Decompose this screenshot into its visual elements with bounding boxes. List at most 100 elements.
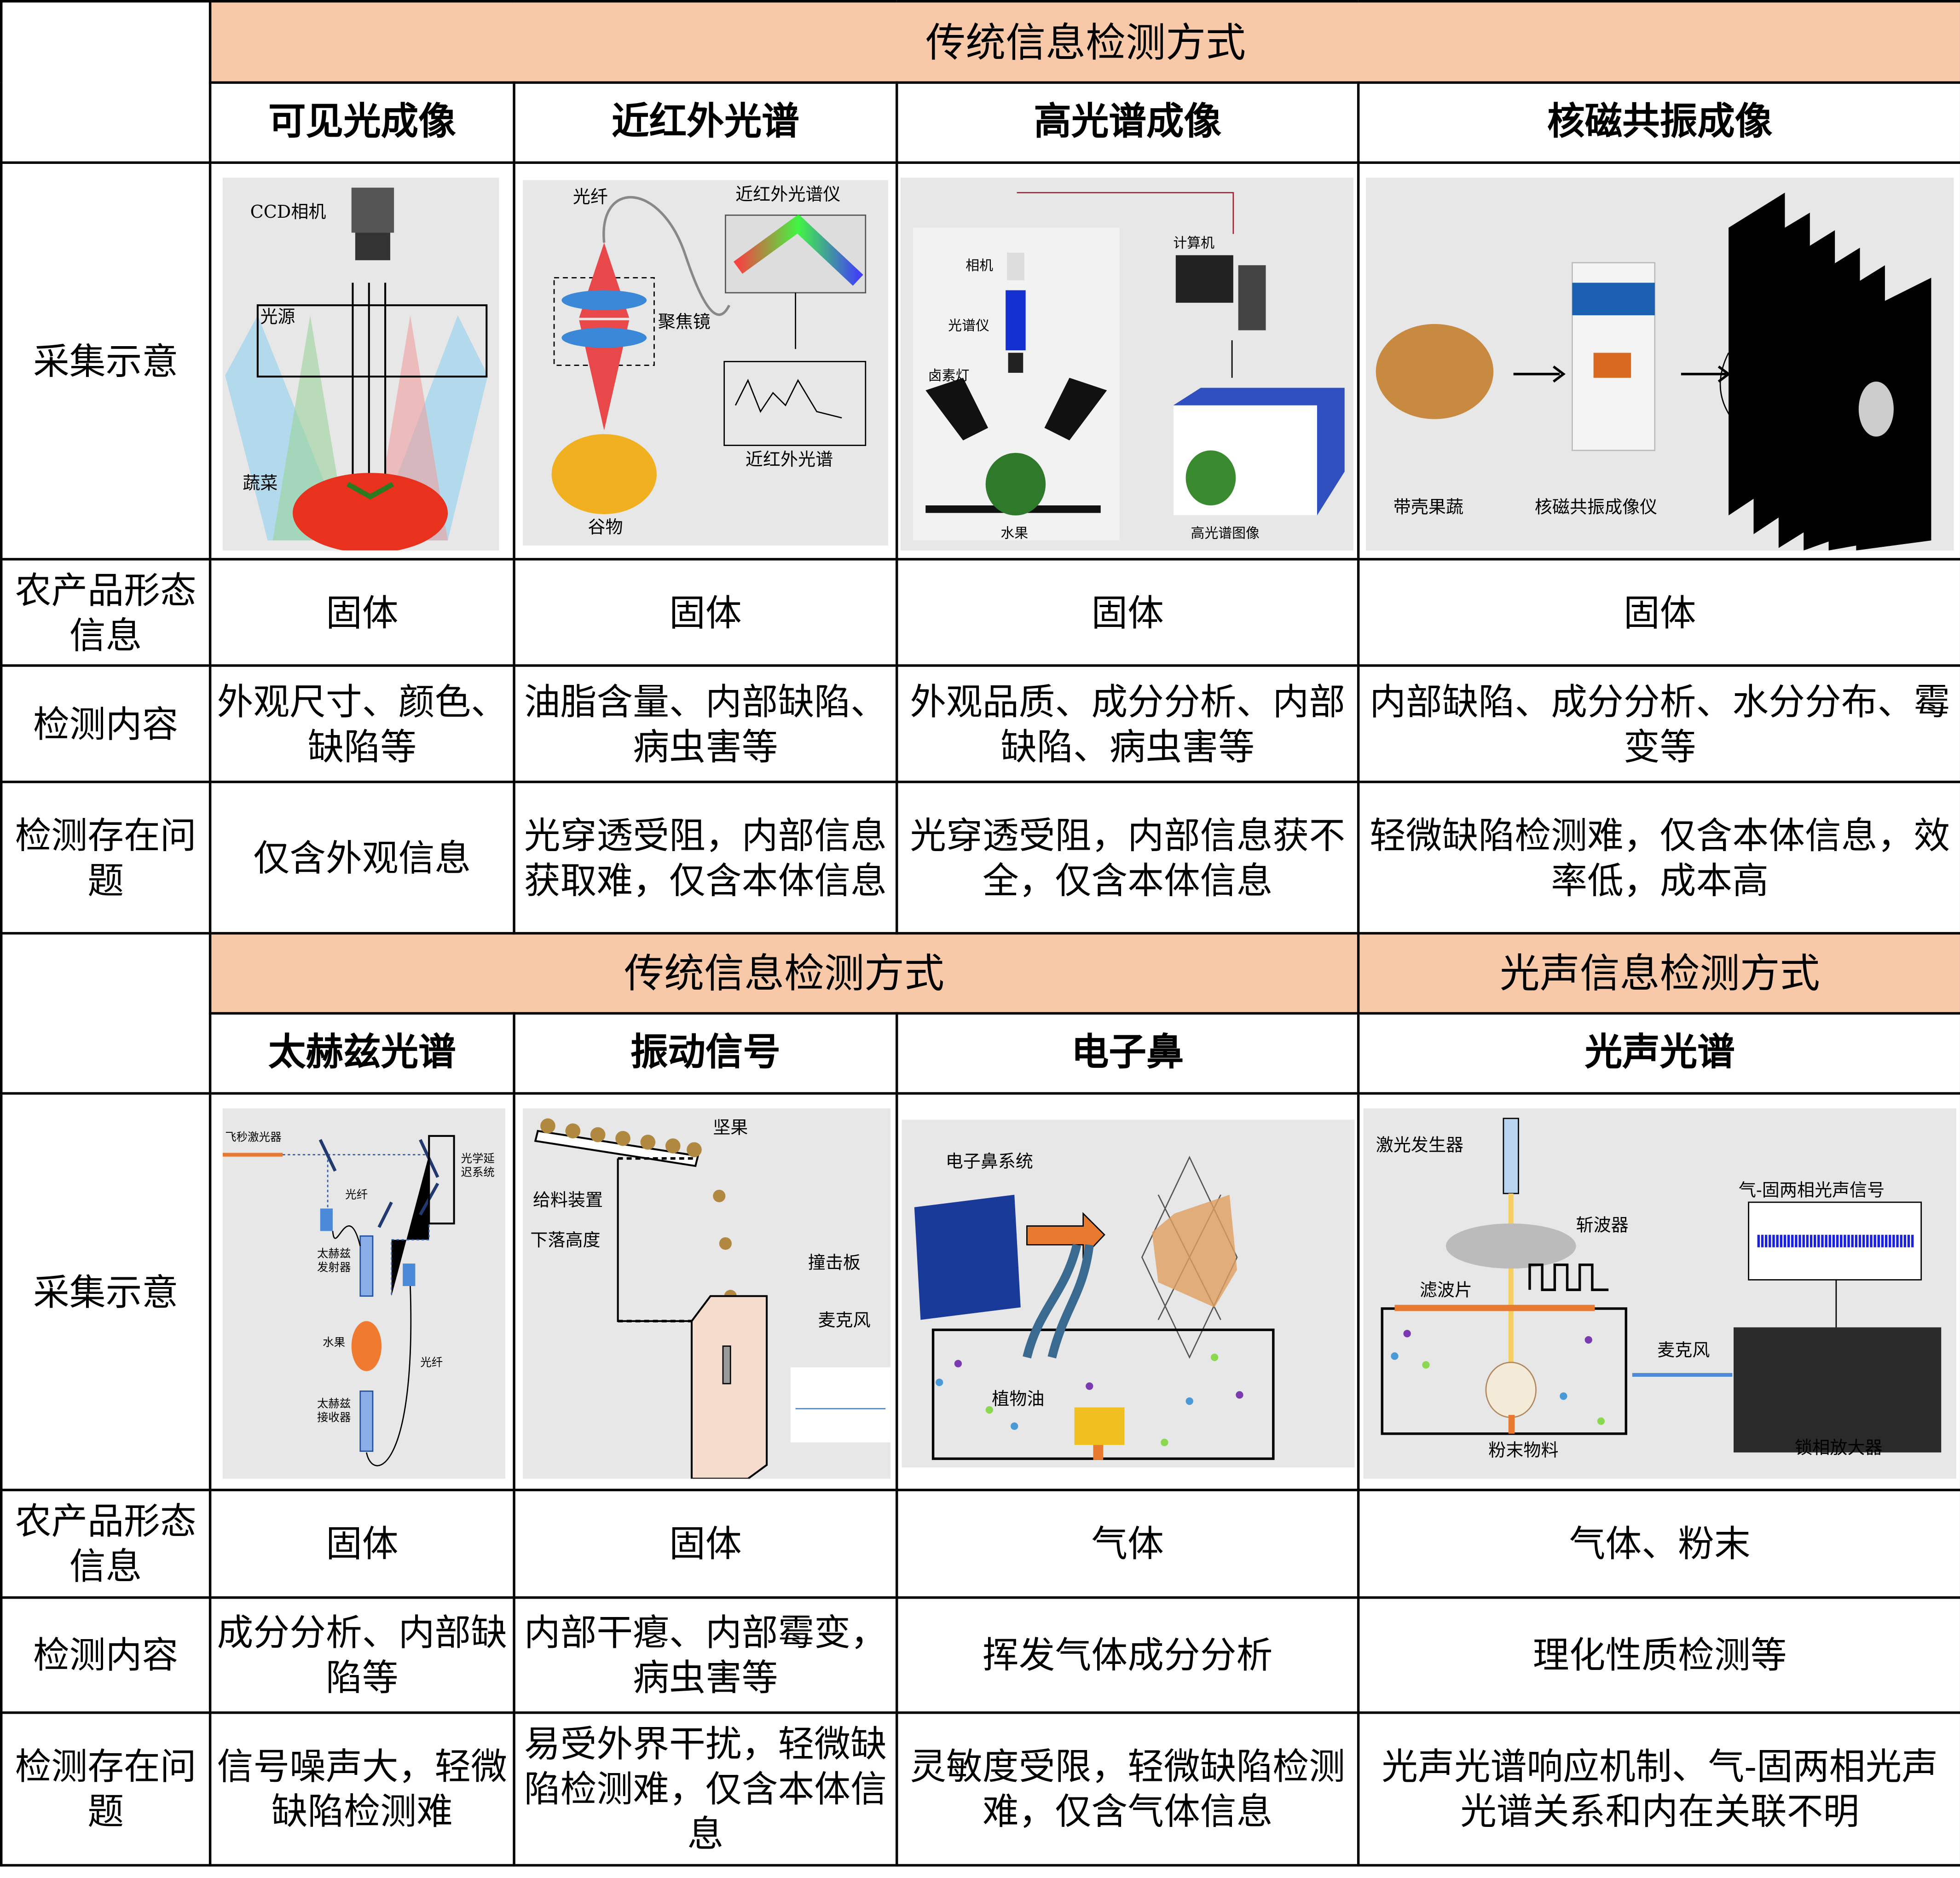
problems-hsi: 光穿透受阻，内部信息获不全，仅含本体信息 <box>896 780 1360 935</box>
empty-corner <box>0 0 212 164</box>
group-header-traditional: 传统信息检测方式 <box>208 0 1960 84</box>
form-enose: 气体 <box>896 1489 1360 1599</box>
label-mri-device: 核磁共振成像仪 <box>1534 498 1658 518</box>
label-thz-receiver: 太赫兹接收器 <box>317 1398 351 1425</box>
form-thz: 固体 <box>208 1489 515 1599</box>
label-fiber-2: 光纤 <box>420 1357 443 1370</box>
diagram-vibration: 坚果 给料装置 下落高度 撞击板 麦克风 <box>513 1092 898 1491</box>
diagram-visible: CCD相机 光源 蔬菜 <box>208 161 515 561</box>
label-n: n <box>1741 455 1752 475</box>
label-shelled-produce: 带壳果蔬 <box>1393 498 1463 518</box>
group-header-photoacoustic: 光声信息检测方式 <box>1357 932 1960 1015</box>
label-drop-height: 下落高度 <box>530 1231 601 1251</box>
content-pas: 理化性质检测等 <box>1357 1596 1960 1714</box>
method-pas: 光声光谱 <box>1357 1012 1960 1095</box>
hsi-illustration <box>913 192 1345 541</box>
label-vegetable: 蔬菜 <box>243 474 278 494</box>
label-focusing-lens: 聚焦镜 <box>658 313 711 333</box>
method-nir: 近红外光谱 <box>513 81 898 164</box>
method-visible: 可见光成像 <box>208 81 515 164</box>
group-header-traditional-2: 传统信息检测方式 <box>208 932 1360 1015</box>
label-grain: 谷物 <box>588 518 623 538</box>
content-thz: 成分分析、内部缺陷等 <box>208 1596 515 1714</box>
label-lock-in-amplifier: 锁相放大器 <box>1795 1438 1883 1459</box>
method-mri: 核磁共振成像 <box>1357 81 1960 164</box>
label-fiber-1: 光纤 <box>345 1189 368 1202</box>
label-fiber: 光纤 <box>572 187 608 208</box>
problems-visible: 仅含外观信息 <box>208 780 515 935</box>
row-label-form: 农产品形态信息 <box>0 558 212 667</box>
pas-illustration <box>1381 1118 1942 1453</box>
form-vibration: 固体 <box>513 1489 898 1599</box>
label-impact-plate: 撞击板 <box>808 1253 861 1274</box>
method-thz: 太赫兹光谱 <box>208 1012 515 1095</box>
label-vegetable-oil: 植物油 <box>992 1390 1045 1410</box>
label-microphone: 麦克风 <box>818 1311 871 1331</box>
row-label-diagram-2: 采集示意 <box>0 1092 212 1491</box>
diagram-thz: 飞秒激光器 光学延迟系统 光纤 太赫兹发射器 水果 光纤 太赫兹接收器 <box>208 1092 515 1491</box>
label-laser-generator: 激光发生器 <box>1376 1136 1463 1156</box>
vibration-illustration <box>534 1118 891 1479</box>
label-optical-delay: 光学延迟系统 <box>461 1153 495 1180</box>
problems-mri: 轻微缺陷检测难，仅含本体信息，效率低，成本高 <box>1357 780 1960 935</box>
row-label-diagram: 采集示意 <box>0 161 212 561</box>
form-nir: 固体 <box>513 558 898 667</box>
label-fruit: 水果 <box>1000 525 1029 542</box>
enose-illustration <box>914 1155 1275 1460</box>
diagram-enose: 电子鼻系统 植物油 <box>896 1092 1360 1491</box>
diagram-nir: 光纤 近红外光谱仪 聚焦镜 近红外光谱 谷物 <box>513 161 898 561</box>
method-vibration: 振动信号 <box>513 1012 898 1095</box>
label-pa-signal: 气-固两相光声信号 <box>1738 1181 1885 1201</box>
label-slice-images: 切片图像 <box>1772 498 1843 518</box>
content-visible: 外观尺寸、颜色、缺陷等 <box>208 664 515 783</box>
label-feeder: 给料装置 <box>532 1191 603 1211</box>
problems-enose: 灵敏度受限，轻微缺陷检测难，仅含气体信息 <box>896 1711 1360 1867</box>
label-halogen-lamp: 卤素灯 <box>928 368 970 384</box>
problems-pas: 光声光谱响应机制、气-固两相光声光谱关系和内在关联不明 <box>1357 1711 1960 1867</box>
label-microphone: 麦克风 <box>1657 1341 1710 1362</box>
label-hyperspectral-image: 高光谱图像 <box>1191 525 1260 542</box>
label-thz-emitter: 太赫兹发射器 <box>317 1248 351 1275</box>
form-mri: 固体 <box>1357 558 1960 667</box>
label-ccd-camera: CCD相机 <box>250 203 326 223</box>
label-camera: 相机 <box>966 257 994 274</box>
label-spectrometer: 光谱仪 <box>948 318 989 334</box>
label-light-source: 光源 <box>260 307 295 328</box>
label-nut: 坚果 <box>713 1118 748 1139</box>
problems-thz: 信号噪声大，轻微缺陷检测难 <box>208 1711 515 1867</box>
label-powder: 粉末物料 <box>1488 1441 1559 1461</box>
row-label-problems-2: 检测存在问题 <box>0 1711 212 1867</box>
label-computer: 计算机 <box>1173 235 1215 252</box>
visible-imaging-illustration <box>225 187 488 551</box>
diagram-hsi: 相机 光谱仪 卤素灯 计算机 水果 高光谱图像 <box>896 161 1360 561</box>
form-pas: 气体、粉末 <box>1357 1489 1960 1599</box>
label-fruit: 水果 <box>323 1337 346 1350</box>
form-hsi: 固体 <box>896 558 1360 667</box>
problems-vibration: 易受外界干扰，轻微缺陷检测难，仅含本体信息 <box>513 1711 898 1867</box>
problems-nir: 光穿透受阻，内部信息获取难，仅含本体信息 <box>513 780 898 935</box>
content-nir: 油脂含量、内部缺陷、病虫害等 <box>513 664 898 783</box>
label-filter: 滤波片 <box>1419 1281 1472 1301</box>
label-enose-system: 电子鼻系统 <box>945 1152 1033 1172</box>
thz-illustration <box>222 1135 455 1466</box>
form-visible: 固体 <box>208 558 515 667</box>
row-label-content: 检测内容 <box>0 664 212 783</box>
row-label-problems: 检测存在问题 <box>0 780 212 935</box>
label-chopper: 斩波器 <box>1576 1216 1629 1236</box>
method-enose: 电子鼻 <box>896 1012 1360 1095</box>
row-label-form-2: 农产品形态信息 <box>0 1489 212 1599</box>
content-enose: 挥发气体成分分析 <box>896 1596 1360 1714</box>
content-vibration: 内部干瘪、内部霉变，病虫害等 <box>513 1596 898 1714</box>
method-hsi: 高光谱成像 <box>896 81 1360 164</box>
label-nir-spectrum: 近红外光谱 <box>745 450 833 470</box>
diagram-mri: n 带壳果蔬 核磁共振成像仪 切片图像 <box>1357 161 1960 561</box>
empty-corner-2 <box>0 932 212 1095</box>
label-nir-spectrometer: 近红外光谱仪 <box>735 185 841 205</box>
diagram-pas: 激光发生器 斩波器 气-固两相光声信号 滤波片 麦克风 粉末物料 锁相放大器 <box>1357 1092 1960 1491</box>
content-hsi: 外观品质、成分分析、内部缺陷、病虫害等 <box>896 664 1360 783</box>
content-mri: 内部缺陷、成分分析、水分分布、霉变等 <box>1357 664 1960 783</box>
label-fs-laser: 飞秒激光器 <box>225 1132 282 1145</box>
mri-illustration <box>1376 192 1931 551</box>
